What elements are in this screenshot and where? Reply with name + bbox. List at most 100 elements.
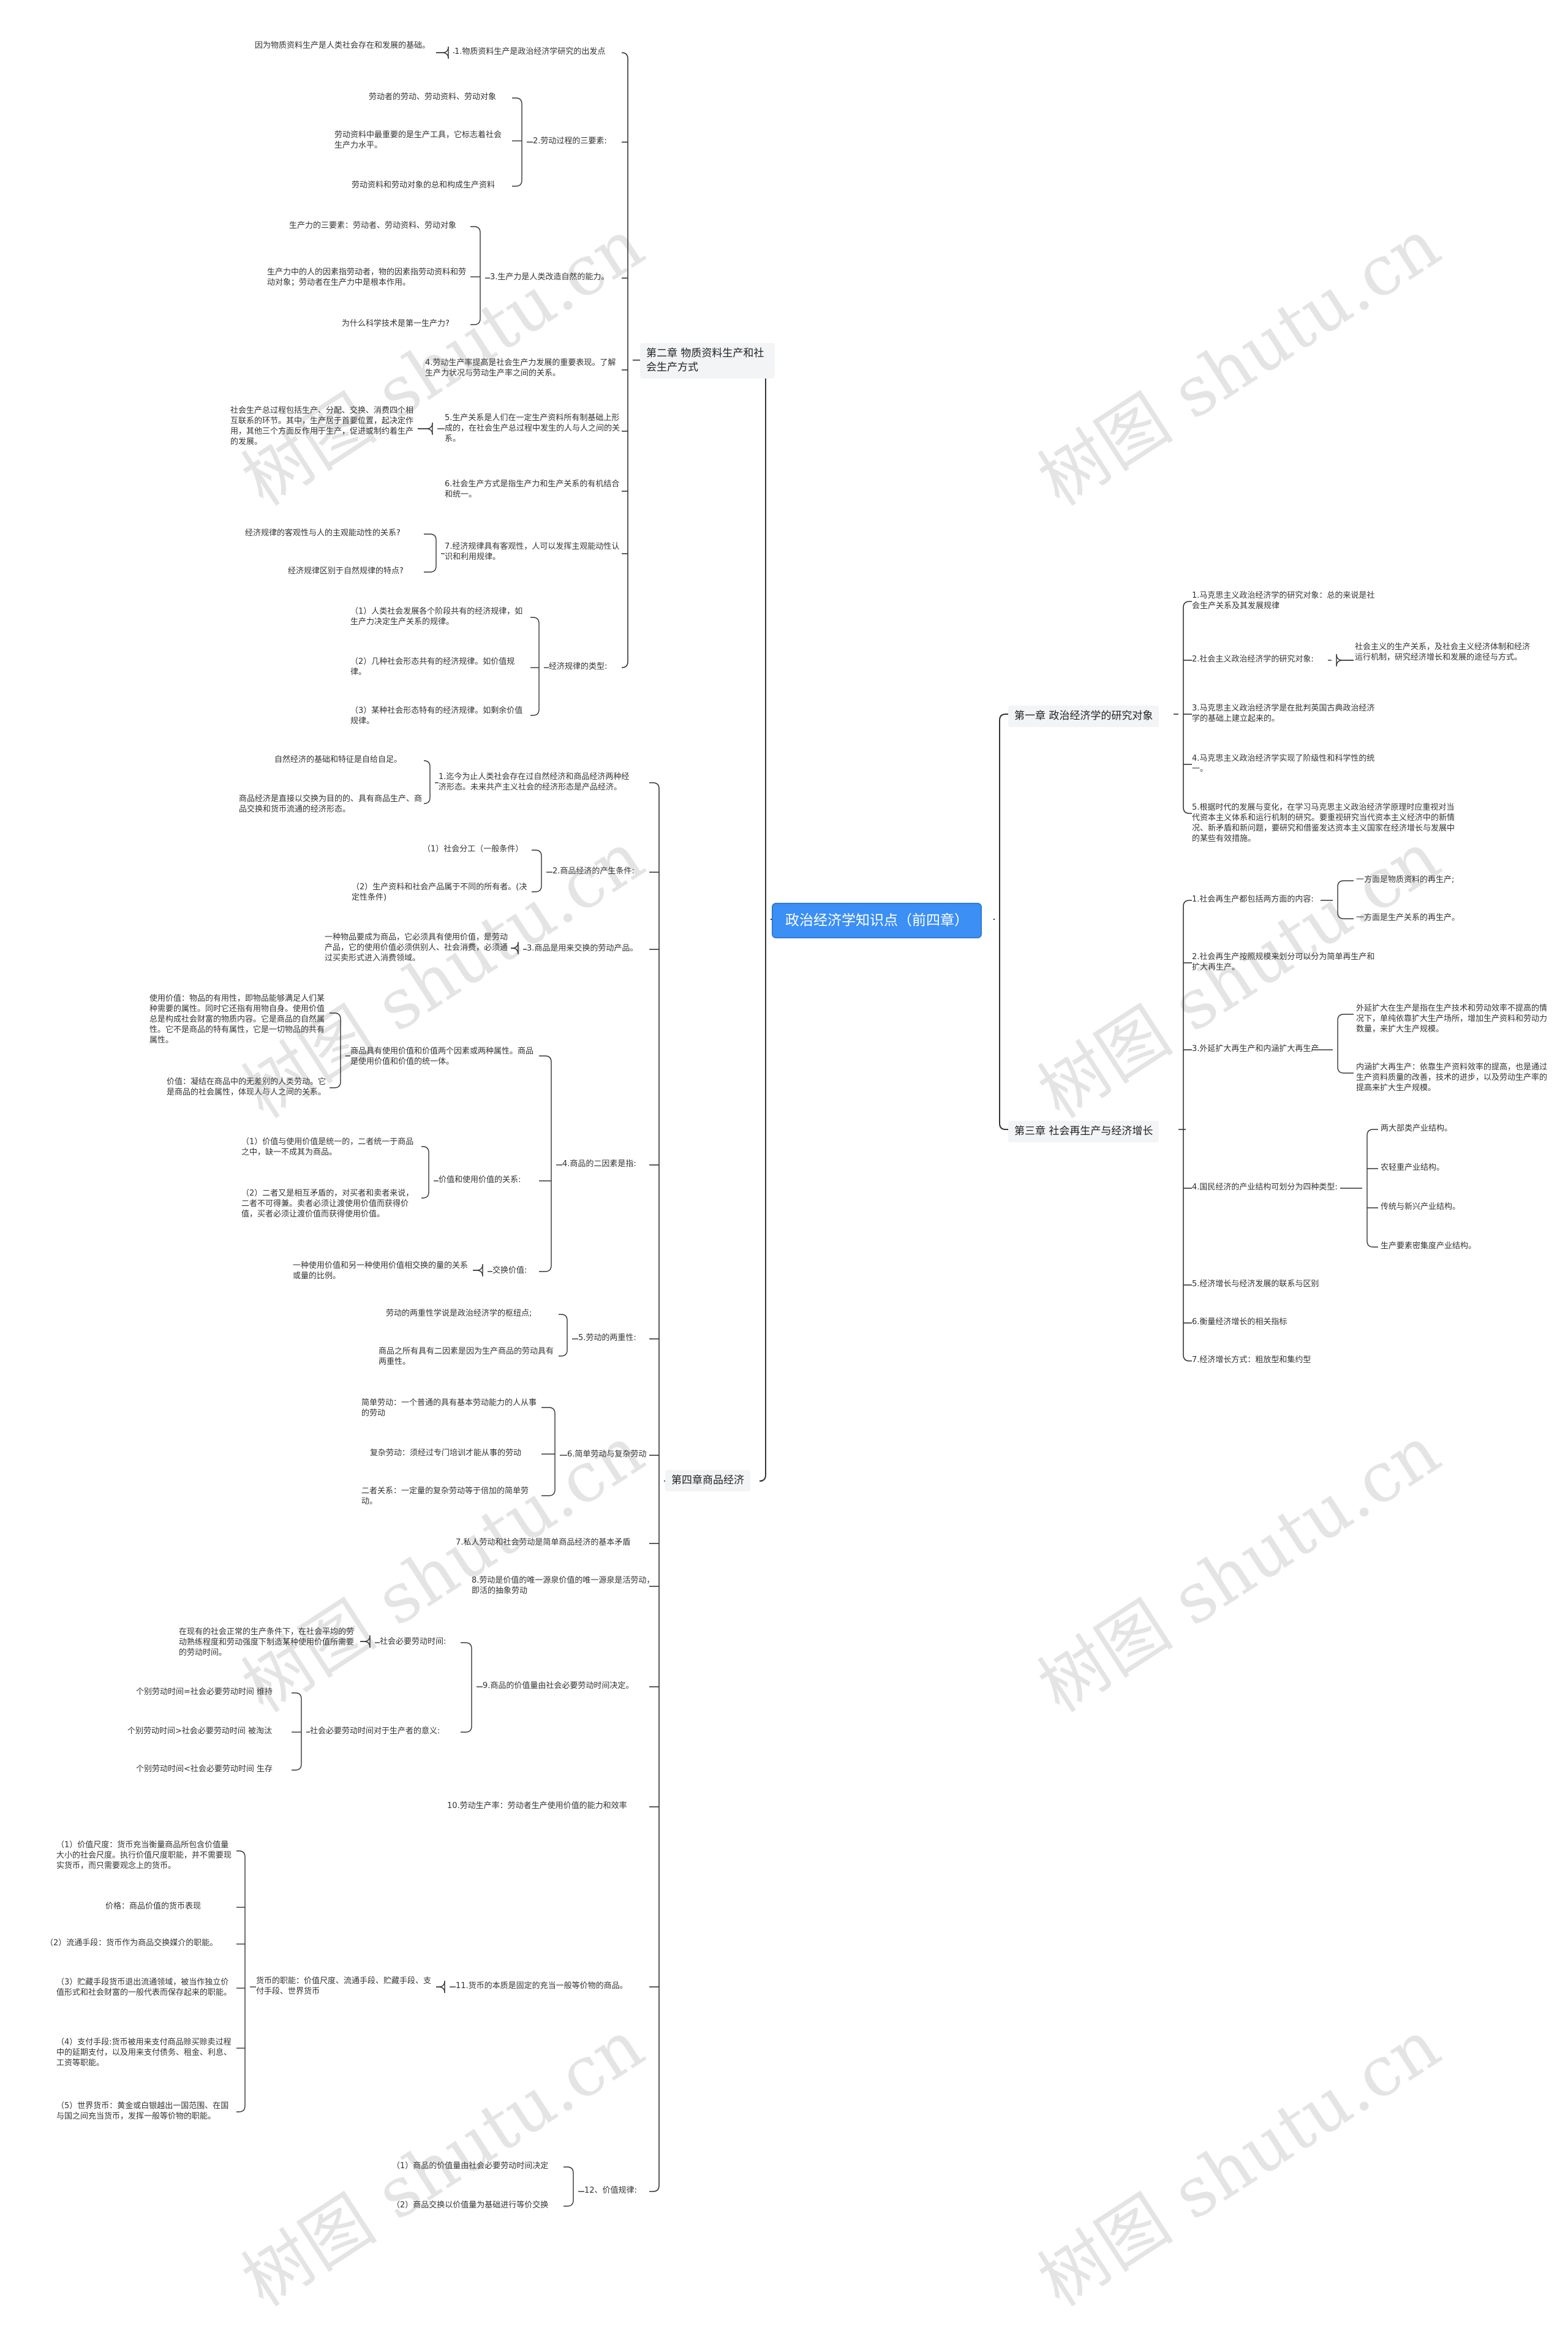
ch2-item-6[interactable]: 6.社会生产方式是指生产力和生产关系的有机结合和统一。	[445, 480, 620, 499]
ch4-item-11-a-detail-6[interactable]: （5）世界货币：黄金或白银越出一国范围、在国与国之间充当货币，发挥一般等价物的职…	[56, 2101, 229, 2121]
ch4-item-5-detail-2[interactable]: 商品之所有具有二因素是因为生产商品的劳动具有两重性。	[379, 1347, 554, 1366]
ch4-item-5-detail-1[interactable]: 劳动的两重性学说是政治经济学的枢纽点;	[386, 1309, 532, 1318]
ch4-item-5[interactable]: 5.劳动的两重性:	[578, 1333, 636, 1343]
ch2-item-3-detail-3[interactable]: 为什么科学技术是第一生产力?	[342, 319, 450, 328]
ch4-item-1-detail-2[interactable]: 商品经济是直接以交换为目的的、具有商品生产、商品交换和货币流通的经济形态。	[239, 794, 423, 814]
connector-line	[1183, 807, 1192, 814]
ch2-item-7-detail-2[interactable]: 经济规律区别于自然规律的特点?	[288, 567, 404, 576]
root-node[interactable]: 政治经济学知识点（前四章）	[772, 903, 982, 938]
ch1-item-3[interactable]: 3.马克思主义政治经济学是在批判英国古典政治经济学的基础上建立起来的。	[1192, 704, 1375, 723]
ch3-item-4-detail-3[interactable]: 传统与新兴产业结构。	[1381, 1202, 1461, 1211]
ch1-item-2-detail[interactable]: 社会主义的生产关系，及社会主义经济体制和经济运行机制，研究经济增长和发展的途径与…	[1355, 642, 1531, 662]
ch4-item-11[interactable]: 11.货币的本质是固定的充当一般等价物的商品。	[456, 1981, 628, 1991]
ch2-item-5-detail[interactable]: 社会生产总过程包括生产、分配、交换、消费四个相互联系的环节。其中，生产居于首要位…	[230, 406, 414, 447]
ch1-item-4[interactable]: 4.马克思主义政治经济学实现了阶级性和科学性的统一。	[1192, 754, 1375, 774]
ch3-item-1[interactable]: 1.社会再生产都包括两方面的内容:	[1192, 895, 1314, 904]
ch4-item-3-detail[interactable]: 一种物品要成为商品，它必须具有使用价值，是劳动产品，它的使用价值必须供别人、社会…	[325, 933, 508, 963]
ch4-item-6-detail-1[interactable]: 简单劳动：一个普通的具有基本劳动能力的人从事的劳动	[361, 1398, 537, 1418]
ch4-item-11-a-detail-4[interactable]: （3）贮藏手段货币退出流通领域，被当作独立价值形式和社会财富的一般代表而保存起来…	[56, 1978, 232, 1997]
ch2-item-1[interactable]: 1.物质资料生产是政治经济学研究的出发点	[454, 47, 606, 56]
chapter-4-node[interactable]: 第四章商品经济	[665, 1470, 750, 1491]
ch3-item-4-detail-4[interactable]: 生产要素密集度产业结构。	[1381, 1242, 1477, 1251]
chapter-1-node[interactable]: 第一章 政治经济学的研究对象	[1008, 706, 1159, 727]
ch3-item-6[interactable]: 6.衡量经济增长的相关指标	[1192, 1317, 1287, 1327]
ch4-item-9[interactable]: 9.商品的价值量由社会必要劳动时间决定。	[483, 1681, 634, 1690]
ch2-item-3-detail-1[interactable]: 生产力的三要素：劳动者、劳动资料、劳动对象	[289, 221, 457, 230]
ch3-item-5[interactable]: 5.经济增长与经济发展的联系与区别	[1192, 1279, 1319, 1289]
ch2-item-8-detail-1[interactable]: （1）人类社会发展各个阶段共有的经济规律，如生产力决定生产关系的规律。	[350, 607, 523, 627]
ch4-item-4-c-detail[interactable]: 一种使用价值和另一种使用价值相交换的量的关系或量的比例。	[293, 1261, 469, 1281]
ch4-item-2[interactable]: 2.商品经济的产生条件:	[552, 867, 635, 876]
ch3-item-1-detail-2[interactable]: 一方面是生产关系的再生产。	[1356, 913, 1460, 922]
ch4-item-1-detail-1[interactable]: 自然经济的基础和特征是自给自足。	[274, 755, 402, 764]
ch4-item-11-a-detail-1[interactable]: （1）价值尺度：货币充当衡量商品所包含价值量大小的社会尺度。执行价值尺度职能，并…	[56, 1841, 232, 1871]
ch4-item-12[interactable]: 12、价值规律:	[584, 2186, 637, 2195]
ch2-item-2-detail-3[interactable]: 劳动资料和劳动对象的总和构成生产资料	[352, 181, 496, 190]
ch4-item-4-b[interactable]: 价值和使用价值的关系:	[439, 1175, 521, 1185]
connector-line	[511, 941, 519, 949]
ch4-item-9-a[interactable]: 社会必要劳动时间:	[380, 1637, 447, 1646]
ch2-item-3[interactable]: 3.生产力是人类改造自然的能力。	[490, 273, 609, 282]
ch1-item-2[interactable]: 2.社会主义政治经济学的研究对象:	[1192, 655, 1314, 664]
ch4-item-11-a-detail-5[interactable]: （4）支付手段:货币被用来支付商品赊买赊卖过程中的延期支付，以及用来支付债务、租…	[56, 2038, 232, 2068]
ch2-item-8-detail-2[interactable]: （2）几种社会形态共有的经济规律。如价值规律。	[350, 657, 515, 677]
ch3-item-3[interactable]: 3.外延扩大再生产和内涵扩大再生产	[1192, 1044, 1319, 1053]
ch4-item-4-b-detail-1[interactable]: （1）价值与使用价值是统一的，二者统一于商品之中，缺一不成其为商品。	[241, 1137, 414, 1157]
ch2-item-7-detail-1[interactable]: 经济规律的客观性与人的主观能动性的关系?	[245, 529, 401, 538]
ch4-item-6[interactable]: 6.简单劳动与复杂劳动	[567, 1450, 647, 1459]
ch4-item-7[interactable]: 7.私人劳动和社会劳动是简单商品经济的基本矛盾	[456, 1538, 631, 1547]
ch4-item-4-c[interactable]: 交换价值:	[492, 1266, 527, 1275]
ch3-item-4-detail-1[interactable]: 两大部类产业结构。	[1381, 1124, 1453, 1133]
ch3-item-2[interactable]: 2.社会再生产按照规模来划分可以分为简单再生产和扩大再生产。	[1192, 952, 1375, 972]
ch2-item-2-detail-2[interactable]: 劳动资料中最重要的是生产工具，它标志着社会生产力水平。	[334, 130, 502, 150]
ch2-item-4[interactable]: 4.劳动生产率提高是社会生产力发展的重要表现。了解生产力状况与劳动生产率之间的关…	[425, 358, 616, 378]
ch4-item-9-b-detail-2[interactable]: 个别劳动时间>社会必要劳动时间 被淘汰	[127, 1727, 273, 1736]
ch4-item-1[interactable]: 1.迄今为止人类社会存在过自然经济和商品经济两种经济形态。未来共产主义社会的经济…	[439, 772, 630, 792]
ch4-item-11-a[interactable]: 货币的职能：价值尺度、流通手段、贮藏手段、支付手段、世界货币	[256, 1976, 432, 1996]
ch4-item-9-b-detail-1[interactable]: 个别劳动时间=社会必要劳动时间 维持	[136, 1687, 273, 1697]
connector-line	[360, 1641, 371, 1648]
ch2-item-7[interactable]: 7.经济规律具有客观性，人可以发挥主观能动性认识和利用规律。	[445, 542, 620, 562]
ch2-item-3-detail-2[interactable]: 生产力中的人的因素指劳动者，物的因素指劳动资料和劳动对象；劳动者在生产力中是根本…	[267, 268, 467, 287]
ch3-item-7[interactable]: 7.经济增长方式：粗放型和集约型	[1192, 1355, 1311, 1365]
ch3-item-4-detail-2[interactable]: 农轻重产业结构。	[1381, 1163, 1445, 1172]
ch4-item-4-a[interactable]: 商品具有使用价值和价值两个因素或两种属性。商品是使用价值和价值的统一体。	[350, 1047, 534, 1066]
ch2-item-2-detail-1[interactable]: 劳动者的劳动、劳动资料、劳动对象	[369, 92, 497, 102]
ch4-item-9-a-detail[interactable]: 在现有的社会正常的生产条件下，在社会平均的劳动熟练程度和劳动强度下制造某种使用价…	[179, 1627, 355, 1657]
ch3-item-3-detail-1[interactable]: 外延扩大在生产是指在生产技术和劳动效率不提高的情况下，单纯依靠扩大生产场所，增加…	[1356, 1004, 1548, 1034]
ch2-item-8[interactable]: 经济规律的类型:	[549, 662, 608, 671]
ch1-item-5[interactable]: 5.根据时代的发展与变化，在学习马克思主义政治经济学原理时应重视对当代资本主义体…	[1192, 803, 1455, 843]
ch4-item-11-a-detail-2[interactable]: 价格：商品价值的货币表现	[105, 1902, 202, 1911]
chapter-2-node[interactable]: 第二章 物质资料生产和社会生产方式	[640, 343, 775, 379]
ch4-item-6-detail-2[interactable]: 复杂劳动：须经过专门培训才能从事的劳动	[370, 1449, 522, 1458]
connector-line	[1183, 1354, 1192, 1362]
ch4-item-4-a-detail-2[interactable]: 价值：凝结在商品中的无差别的人类劳动。它是商品的社会属性，体现人与人之间的关系。	[167, 1077, 326, 1097]
connector-line	[999, 1123, 1008, 1130]
ch4-item-4[interactable]: 4.商品的二因素是指:	[562, 1159, 636, 1169]
ch2-item-8-detail-3[interactable]: （3）某种社会形态特有的经济规律。如剩余价值规律。	[350, 706, 523, 726]
ch2-item-1-detail[interactable]: 因为物质资料生产是人类社会存在和发展的基础。	[255, 41, 431, 50]
connector-line	[1183, 900, 1192, 907]
ch1-item-1[interactable]: 1.马克思主义政治经济学的研究对象：总的来说是社会生产关系及其发展规律	[1192, 591, 1375, 611]
ch4-item-8[interactable]: 8.劳动是价值的唯一源泉价值的唯一源泉是活劳动，即活的抽象劳动	[472, 1576, 655, 1596]
ch4-item-9-b-detail-3[interactable]: 个别劳动时间<社会必要劳动时间 生存	[136, 1765, 273, 1774]
ch4-item-4-b-detail-2[interactable]: （2）二者又是相互矛盾的，对买者和卖者来说，二者不可得兼。卖者必须让渡使用价值而…	[241, 1189, 414, 1219]
ch4-item-12-detail-1[interactable]: （1）商品的价值量由社会必要劳动时间决定	[392, 2161, 549, 2171]
chapter-3-node[interactable]: 第三章 社会再生产与经济增长	[1008, 1121, 1159, 1142]
ch3-item-3-detail-2[interactable]: 内涵扩大再生产：依靠生产资料效率的提高，也是通过生产资料质量的改善，技术的进步，…	[1356, 1063, 1548, 1093]
ch4-item-9-b[interactable]: 社会必要劳动时间对于生产者的意义:	[310, 1727, 440, 1736]
ch4-item-6-detail-3[interactable]: 二者关系：一定量的复杂劳动等于倍加的简单劳动。	[361, 1487, 529, 1506]
connector-line	[759, 1474, 766, 1482]
connector-line	[530, 709, 540, 716]
ch2-item-5[interactable]: 5.生产关系是人们在一定生产资料所有制基础上形成的，在社会生产总过程中发生的人与…	[445, 413, 620, 443]
ch4-item-10[interactable]: 10.劳动生产率：劳动者生产使用价值的能力和效率	[447, 1801, 627, 1811]
ch4-item-2-detail-1[interactable]: （1）社会分工（一般条件）	[423, 845, 524, 854]
ch4-item-4-a-detail-1[interactable]: 使用价值：物品的有用性，即物品能够满足人们某种需要的属性。同时它还指有用物自身。…	[149, 994, 325, 1045]
ch4-item-12-detail-2[interactable]: （2）商品交换以价值量为基础进行等价交换	[392, 2201, 549, 2210]
ch4-item-3[interactable]: 3.商品是用来交换的劳动产品。	[527, 944, 638, 953]
ch4-item-2-detail-2[interactable]: （2）生产资料和社会产品属于不同的所有者。(决定性条件)	[352, 883, 527, 902]
ch2-item-2[interactable]: 2.劳动过程的三要素:	[533, 137, 607, 146]
ch3-item-4[interactable]: 4.国民经济的产业结构可划分为四种类型:	[1192, 1183, 1338, 1192]
ch3-item-1-detail-1[interactable]: 一方面是物质资料的再生产;	[1356, 875, 1455, 884]
ch4-item-11-a-detail-3[interactable]: （2）流通手段：货币作为商品交换媒介的职能。	[45, 1939, 218, 1948]
